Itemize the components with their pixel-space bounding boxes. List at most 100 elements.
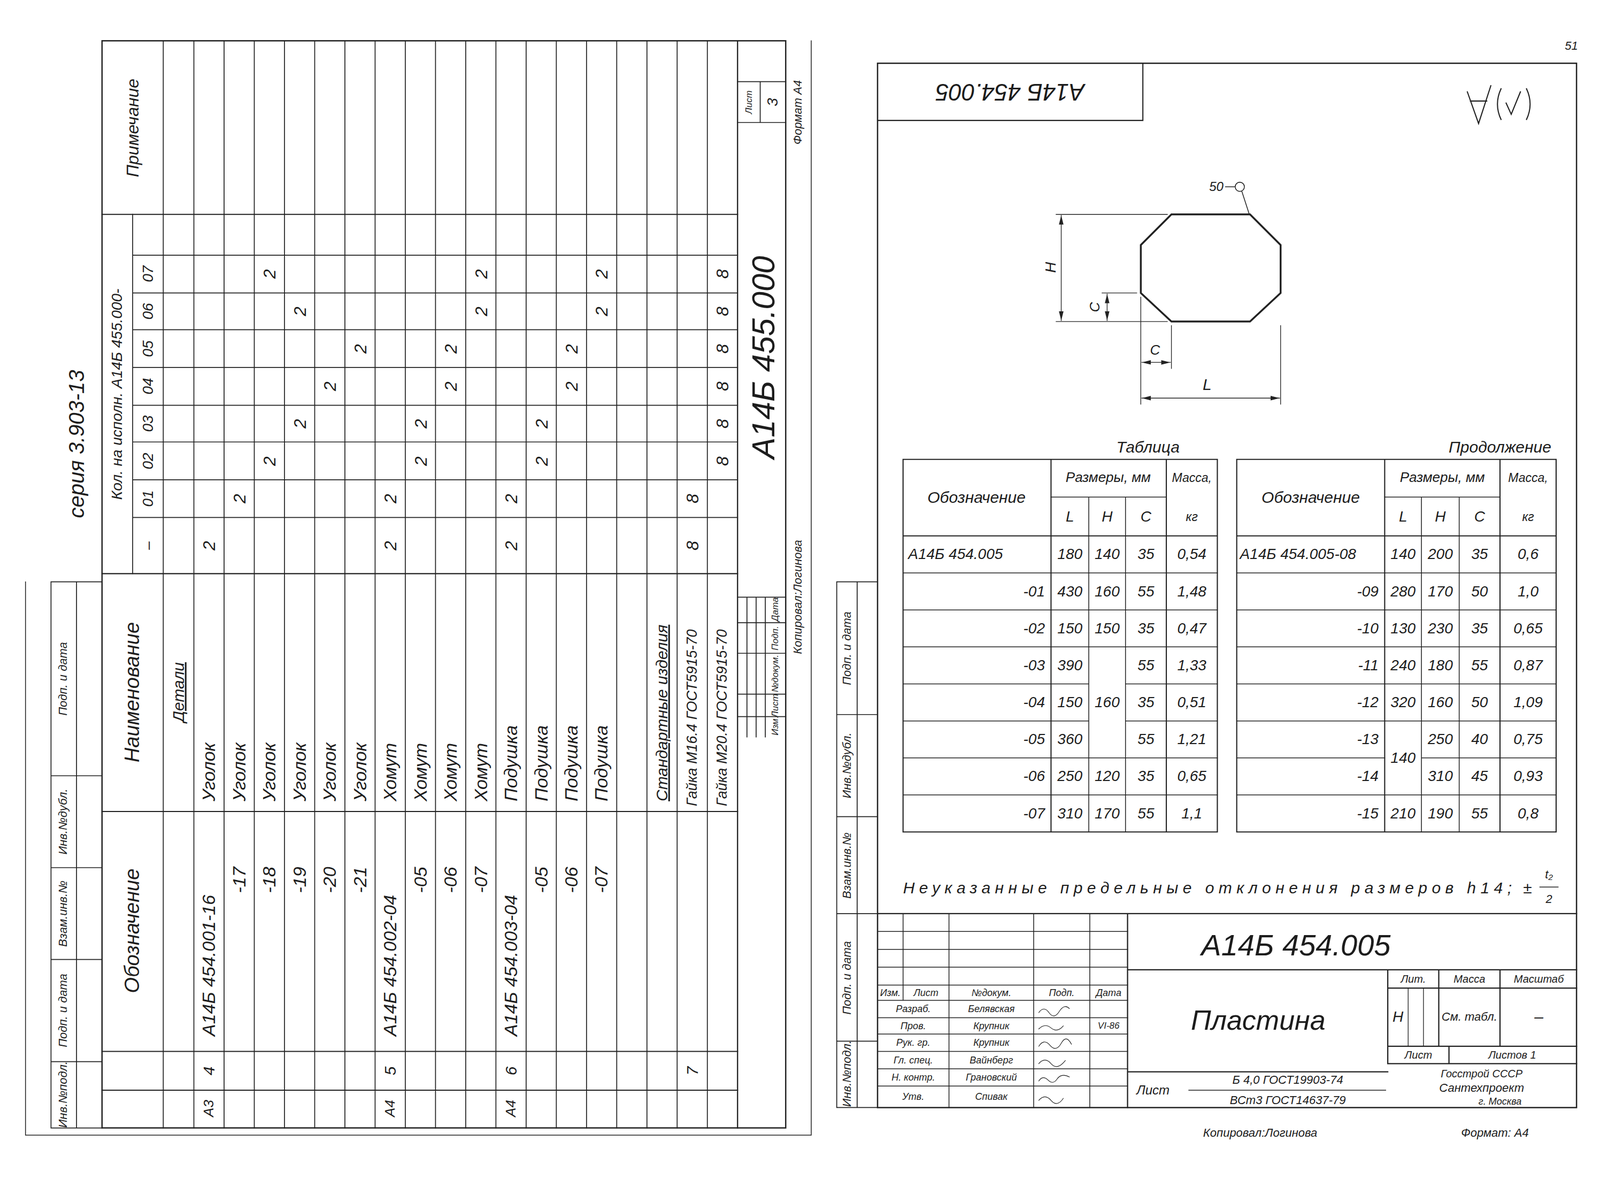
title-block-text: Лист — [913, 986, 939, 998]
title-block-text: Гл. спец. — [893, 1054, 933, 1066]
tolerance-note: t₂ — [1544, 867, 1553, 882]
table-cell: 150 — [1057, 693, 1083, 711]
spec-cell: 2 — [410, 418, 431, 429]
spec-cell: Уголок — [289, 742, 311, 802]
spec-cell: 2 — [289, 418, 310, 429]
title-block-text: Н — [1392, 1007, 1404, 1025]
spec-cell: Подушка — [591, 725, 613, 802]
table-cell: 55 — [1137, 582, 1155, 600]
table-cell: -04 — [1023, 693, 1045, 711]
table-cell: 1,48 — [1177, 582, 1207, 600]
spec-cell: А3 — [201, 1099, 218, 1117]
stamp-label: Инв.№подл. — [840, 1040, 854, 1107]
spec-cell: -05 — [531, 866, 552, 893]
table-cell: 50 — [1471, 582, 1488, 600]
title-block-text: Дата — [770, 597, 781, 622]
stamp-label: Подп. и дата — [56, 973, 71, 1048]
spec-cell: Хомут — [440, 742, 461, 802]
title-block-text: Пров. — [900, 1019, 926, 1032]
spec-cell: 8 — [712, 343, 733, 354]
drawing-line — [1140, 214, 1281, 322]
stamp-label: Инв.№дубл. — [840, 732, 854, 799]
column-header: Кол. на исполн. А14Б 455.000- — [108, 288, 126, 500]
drawing-line — [1039, 1006, 1072, 1104]
table-cell: 45 — [1471, 767, 1488, 785]
title-block-text: Масса — [1453, 972, 1486, 985]
spec-cell: 2 — [380, 493, 401, 504]
roughness-circle — [1235, 182, 1245, 192]
drawing-line — [1106, 294, 1108, 321]
spec-cell: 2 — [591, 306, 612, 317]
spec-cell: 8 — [712, 418, 733, 429]
table-cell: 0,47 — [1177, 619, 1207, 637]
column-header: Обозначение — [120, 868, 145, 994]
title-block-text: Б 4,0 ГОСТ19903-74 — [1232, 1072, 1344, 1087]
table-cell: -12 — [1356, 693, 1379, 711]
series-label: серия 3.903-13 — [64, 370, 89, 519]
table-cell: 40 — [1471, 730, 1488, 748]
table-cell: 140 — [1390, 545, 1416, 563]
spec-cell: 2 — [471, 268, 491, 279]
page-number: 51 — [1564, 39, 1578, 53]
table-cell: 55 — [1137, 730, 1155, 748]
table-cell: 55 — [1471, 656, 1488, 674]
spec-cell: Подушка — [500, 725, 522, 802]
spec-cell: 2 — [259, 456, 280, 466]
drawing-line — [25, 40, 812, 1135]
spec-cell: -17 — [228, 866, 250, 893]
drawing-line — [877, 63, 1577, 1107]
title-block-text: Сантехпроект — [1439, 1080, 1525, 1095]
spec-cell: А4 — [503, 1099, 520, 1117]
drawing-line — [1236, 459, 1557, 833]
table-cell: 0,8 — [1517, 804, 1539, 822]
spec-cell: -06 — [560, 866, 582, 893]
stamp-label: Инв.№подл. — [56, 1060, 71, 1127]
table-cell: -13 — [1356, 730, 1379, 748]
stamp-label: Подп. и дата — [56, 641, 71, 716]
table-cell: 0,54 — [1177, 545, 1207, 563]
table-cell: 190 — [1427, 804, 1453, 822]
spec-cell: 2 — [501, 493, 522, 504]
table-cell: 35 — [1471, 619, 1488, 637]
table-cell: -15 — [1356, 804, 1379, 822]
table-cell: А14Б 454.005-08 — [1239, 545, 1357, 563]
spec-cell: 2 — [350, 343, 371, 354]
column-header: 05 — [139, 340, 157, 357]
spec-cell: Уголок — [228, 742, 250, 802]
table-cell: 310 — [1057, 804, 1083, 822]
drawing-line — [163, 40, 707, 1128]
table-cell: L — [1065, 507, 1075, 525]
table-cell: 160 — [1094, 582, 1120, 600]
column-header: Наименование — [120, 621, 145, 763]
table-cell: -06 — [1023, 767, 1045, 785]
title-block-text: №докум. — [770, 654, 781, 692]
table-cell: -11 — [1358, 656, 1379, 674]
drawing-line — [25, 40, 1577, 1135]
table-cell: -03 — [1023, 656, 1045, 674]
title-block-text: Вайнберг — [969, 1054, 1013, 1066]
table-cell: 230 — [1427, 619, 1453, 637]
table-cell: 390 — [1057, 656, 1083, 674]
title-block-text: Рук. гр. — [896, 1036, 930, 1049]
table-cell: 0,65 — [1177, 767, 1207, 785]
table-cell: 180 — [1057, 545, 1083, 563]
title-block-text: Лит. — [1400, 972, 1426, 985]
dimension-label: C — [1087, 302, 1104, 313]
drawing-line — [102, 214, 738, 1090]
table-cell: 170 — [1094, 804, 1120, 822]
spec-cell: Уголок — [319, 742, 341, 802]
title-block-text: Дата — [1095, 986, 1122, 998]
title-block-text: Масштаб — [1513, 972, 1564, 985]
designation-stamp: А14Б 454.005 — [935, 78, 1085, 106]
spec-cell: Стандартные изделия — [652, 624, 672, 802]
table-cell: 320 — [1390, 693, 1416, 711]
spec-cell: 2 — [531, 418, 552, 429]
title-block-text: Спивак — [975, 1090, 1008, 1103]
table-cell: -14 — [1356, 767, 1379, 785]
spec-cell: Хомут — [410, 742, 432, 802]
drawing-line — [1539, 886, 1558, 888]
title-block-text: Лист — [770, 693, 781, 718]
spec-cell: Детали — [169, 662, 189, 722]
spec-cell: 5 — [381, 1065, 400, 1075]
